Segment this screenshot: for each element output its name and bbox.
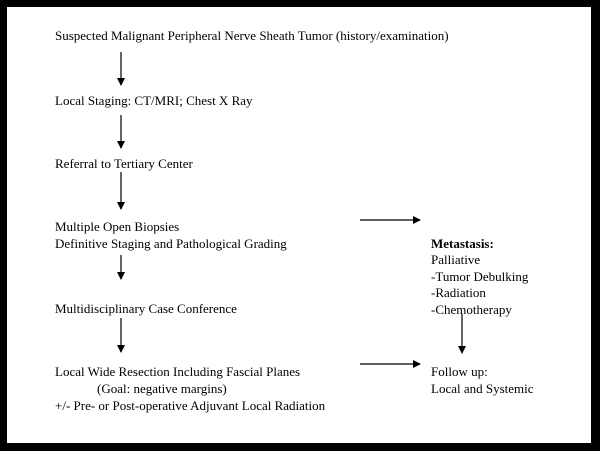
step-case-conference: Multidisciplinary Case Conference [55, 301, 237, 316]
step-wide-resection: Local Wide Resection Including Fascial P… [55, 364, 301, 379]
follow-up-title: Follow up: [431, 364, 488, 379]
step-local-staging: Local Staging: CT/MRI; Chest X Ray [55, 93, 253, 108]
follow-up-detail: Local and Systemic [431, 381, 534, 396]
flowchart-arrows [117, 52, 466, 368]
metastasis-line-chemotherapy: -Chemotherapy [431, 302, 512, 317]
step-definitive-staging: Definitive Staging and Pathological Grad… [55, 236, 287, 251]
metastasis-title: Metastasis: [431, 236, 494, 251]
metastasis-line-debulking: -Tumor Debulking [431, 269, 529, 284]
metastasis-line-palliative: Palliative [431, 252, 481, 267]
step-resection-goal: (Goal: negative margins) [97, 381, 227, 396]
step-referral: Referral to Tertiary Center [55, 156, 193, 171]
flowchart-canvas: Suspected Malignant Peripheral Nerve She… [7, 7, 591, 443]
metastasis-line-radiation: -Radiation [431, 285, 486, 300]
step-adjuvant-radiation: +/- Pre- or Post-operative Adjuvant Loca… [55, 398, 326, 413]
step-open-biopsies: Multiple Open Biopsies [55, 219, 180, 234]
step-suspected-tumor: Suspected Malignant Peripheral Nerve She… [55, 28, 449, 43]
